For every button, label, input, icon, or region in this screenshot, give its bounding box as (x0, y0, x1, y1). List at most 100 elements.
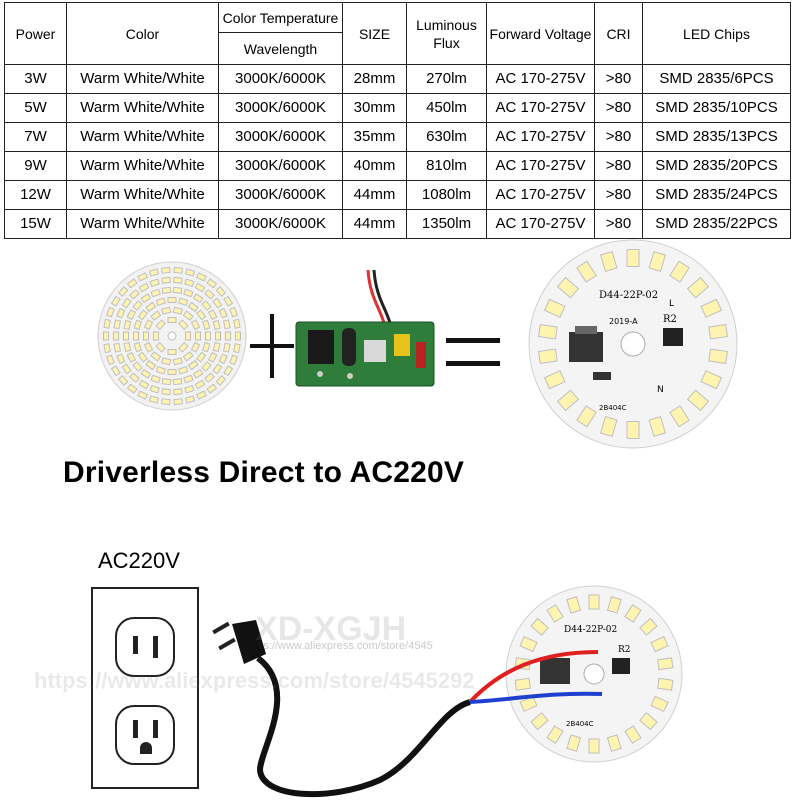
cell-chips: SMD 2835/20PCS (642, 151, 791, 181)
led-chip (137, 390, 148, 400)
led-chip (606, 734, 622, 752)
cell-temp: 3000K/6000K (218, 122, 343, 152)
led-chip (530, 712, 549, 731)
led-chip (116, 307, 126, 319)
small-board-resistor-text: R2 (618, 645, 631, 655)
led-chip (205, 331, 211, 341)
cell-color: Warm White/White (66, 122, 219, 152)
led-chip (103, 343, 111, 354)
led-chip (123, 341, 132, 353)
led-chip (150, 288, 161, 298)
cell-cri: >80 (594, 151, 643, 181)
led-chip (222, 319, 231, 330)
cell-size: 30mm (342, 93, 407, 123)
header-forward-voltage: Forward Voltage (486, 2, 595, 65)
cell-size: 40mm (342, 151, 407, 181)
led-chip (149, 278, 160, 287)
cell-temp: 3000K/6000K (218, 151, 343, 181)
led-chip (657, 657, 674, 671)
led-chip (190, 341, 201, 353)
led-chip (183, 374, 194, 384)
cell-temp: 3000K/6000K (218, 64, 343, 94)
led-chip (140, 368, 152, 379)
led-chip (137, 351, 148, 363)
led-board-many-chips (97, 261, 247, 411)
led-chip (117, 375, 129, 386)
led-chip (599, 416, 618, 437)
led-chip (161, 388, 171, 396)
led-chip (161, 266, 171, 274)
cell-flux: 450lm (406, 93, 487, 123)
driverless-led-board: D44-22P-02 2019-A R2 2B404C L N (528, 239, 738, 449)
led-chip (606, 596, 622, 614)
led-chip (143, 331, 149, 341)
cell-color: Warm White/White (66, 93, 219, 123)
led-chip (184, 385, 195, 394)
led-chip (218, 353, 228, 365)
led-chip (235, 331, 241, 341)
led-chip (708, 348, 728, 364)
led-chip (538, 324, 558, 340)
led-chip (161, 398, 171, 406)
led-chip (129, 289, 140, 300)
led-chip (196, 272, 207, 282)
led-chip (155, 297, 167, 307)
led-chip (167, 369, 177, 375)
led-chip (132, 300, 143, 311)
led-chip (212, 363, 223, 375)
led-chip (161, 306, 172, 315)
led-chip (626, 249, 640, 267)
led-chip (212, 341, 221, 353)
led-chip (686, 389, 710, 412)
product-equation: + = D44-22P-02 2019-A R2 2B404C L N (0, 239, 800, 652)
led-chip (538, 348, 558, 364)
led-chip (657, 677, 674, 691)
header-wavelength: Wavelength (218, 32, 343, 65)
led-chip (138, 379, 150, 390)
led-chip (172, 357, 183, 366)
cell-flux: 630lm (406, 122, 487, 152)
led-chip (566, 734, 582, 752)
cell-power: 12W (4, 180, 67, 210)
equals-sign: = (446, 338, 500, 366)
led-chip (204, 372, 215, 383)
led-chip (212, 297, 223, 309)
board-code-text: 2B404C (599, 404, 627, 412)
led-chip (207, 309, 218, 321)
cell-voltage: AC 170-275V (486, 122, 595, 152)
cell-voltage: AC 170-275V (486, 93, 595, 123)
cell-temp: 3000K/6000K (218, 209, 343, 239)
cell-voltage: AC 170-275V (486, 209, 595, 239)
cell-cri: >80 (594, 122, 643, 152)
driverless-caption: Driverless Direct to AC220V (63, 456, 465, 489)
cell-flux: 1080lm (406, 180, 487, 210)
led-chip (177, 297, 189, 307)
led-chip (187, 360, 199, 371)
led-chip (138, 282, 150, 293)
cell-power: 7W (4, 122, 67, 152)
driver-board (295, 270, 435, 387)
led-chip (708, 324, 728, 340)
led-chip (222, 342, 231, 353)
led-chip (161, 378, 172, 386)
led-chip (167, 349, 177, 355)
board-terminal-n: N (657, 385, 664, 395)
led-chip (177, 365, 189, 375)
led-chip (137, 309, 148, 321)
led-chip (178, 319, 189, 330)
cell-size: 44mm (342, 180, 407, 210)
led-chip (648, 416, 667, 437)
cell-voltage: AC 170-275V (486, 180, 595, 210)
led-chip (140, 293, 152, 304)
led-chip (113, 342, 122, 353)
led-chip (212, 319, 221, 331)
led-chip (206, 383, 218, 394)
led-chip (223, 295, 234, 307)
led-chip (225, 331, 231, 341)
plus-sign: + (250, 314, 294, 378)
